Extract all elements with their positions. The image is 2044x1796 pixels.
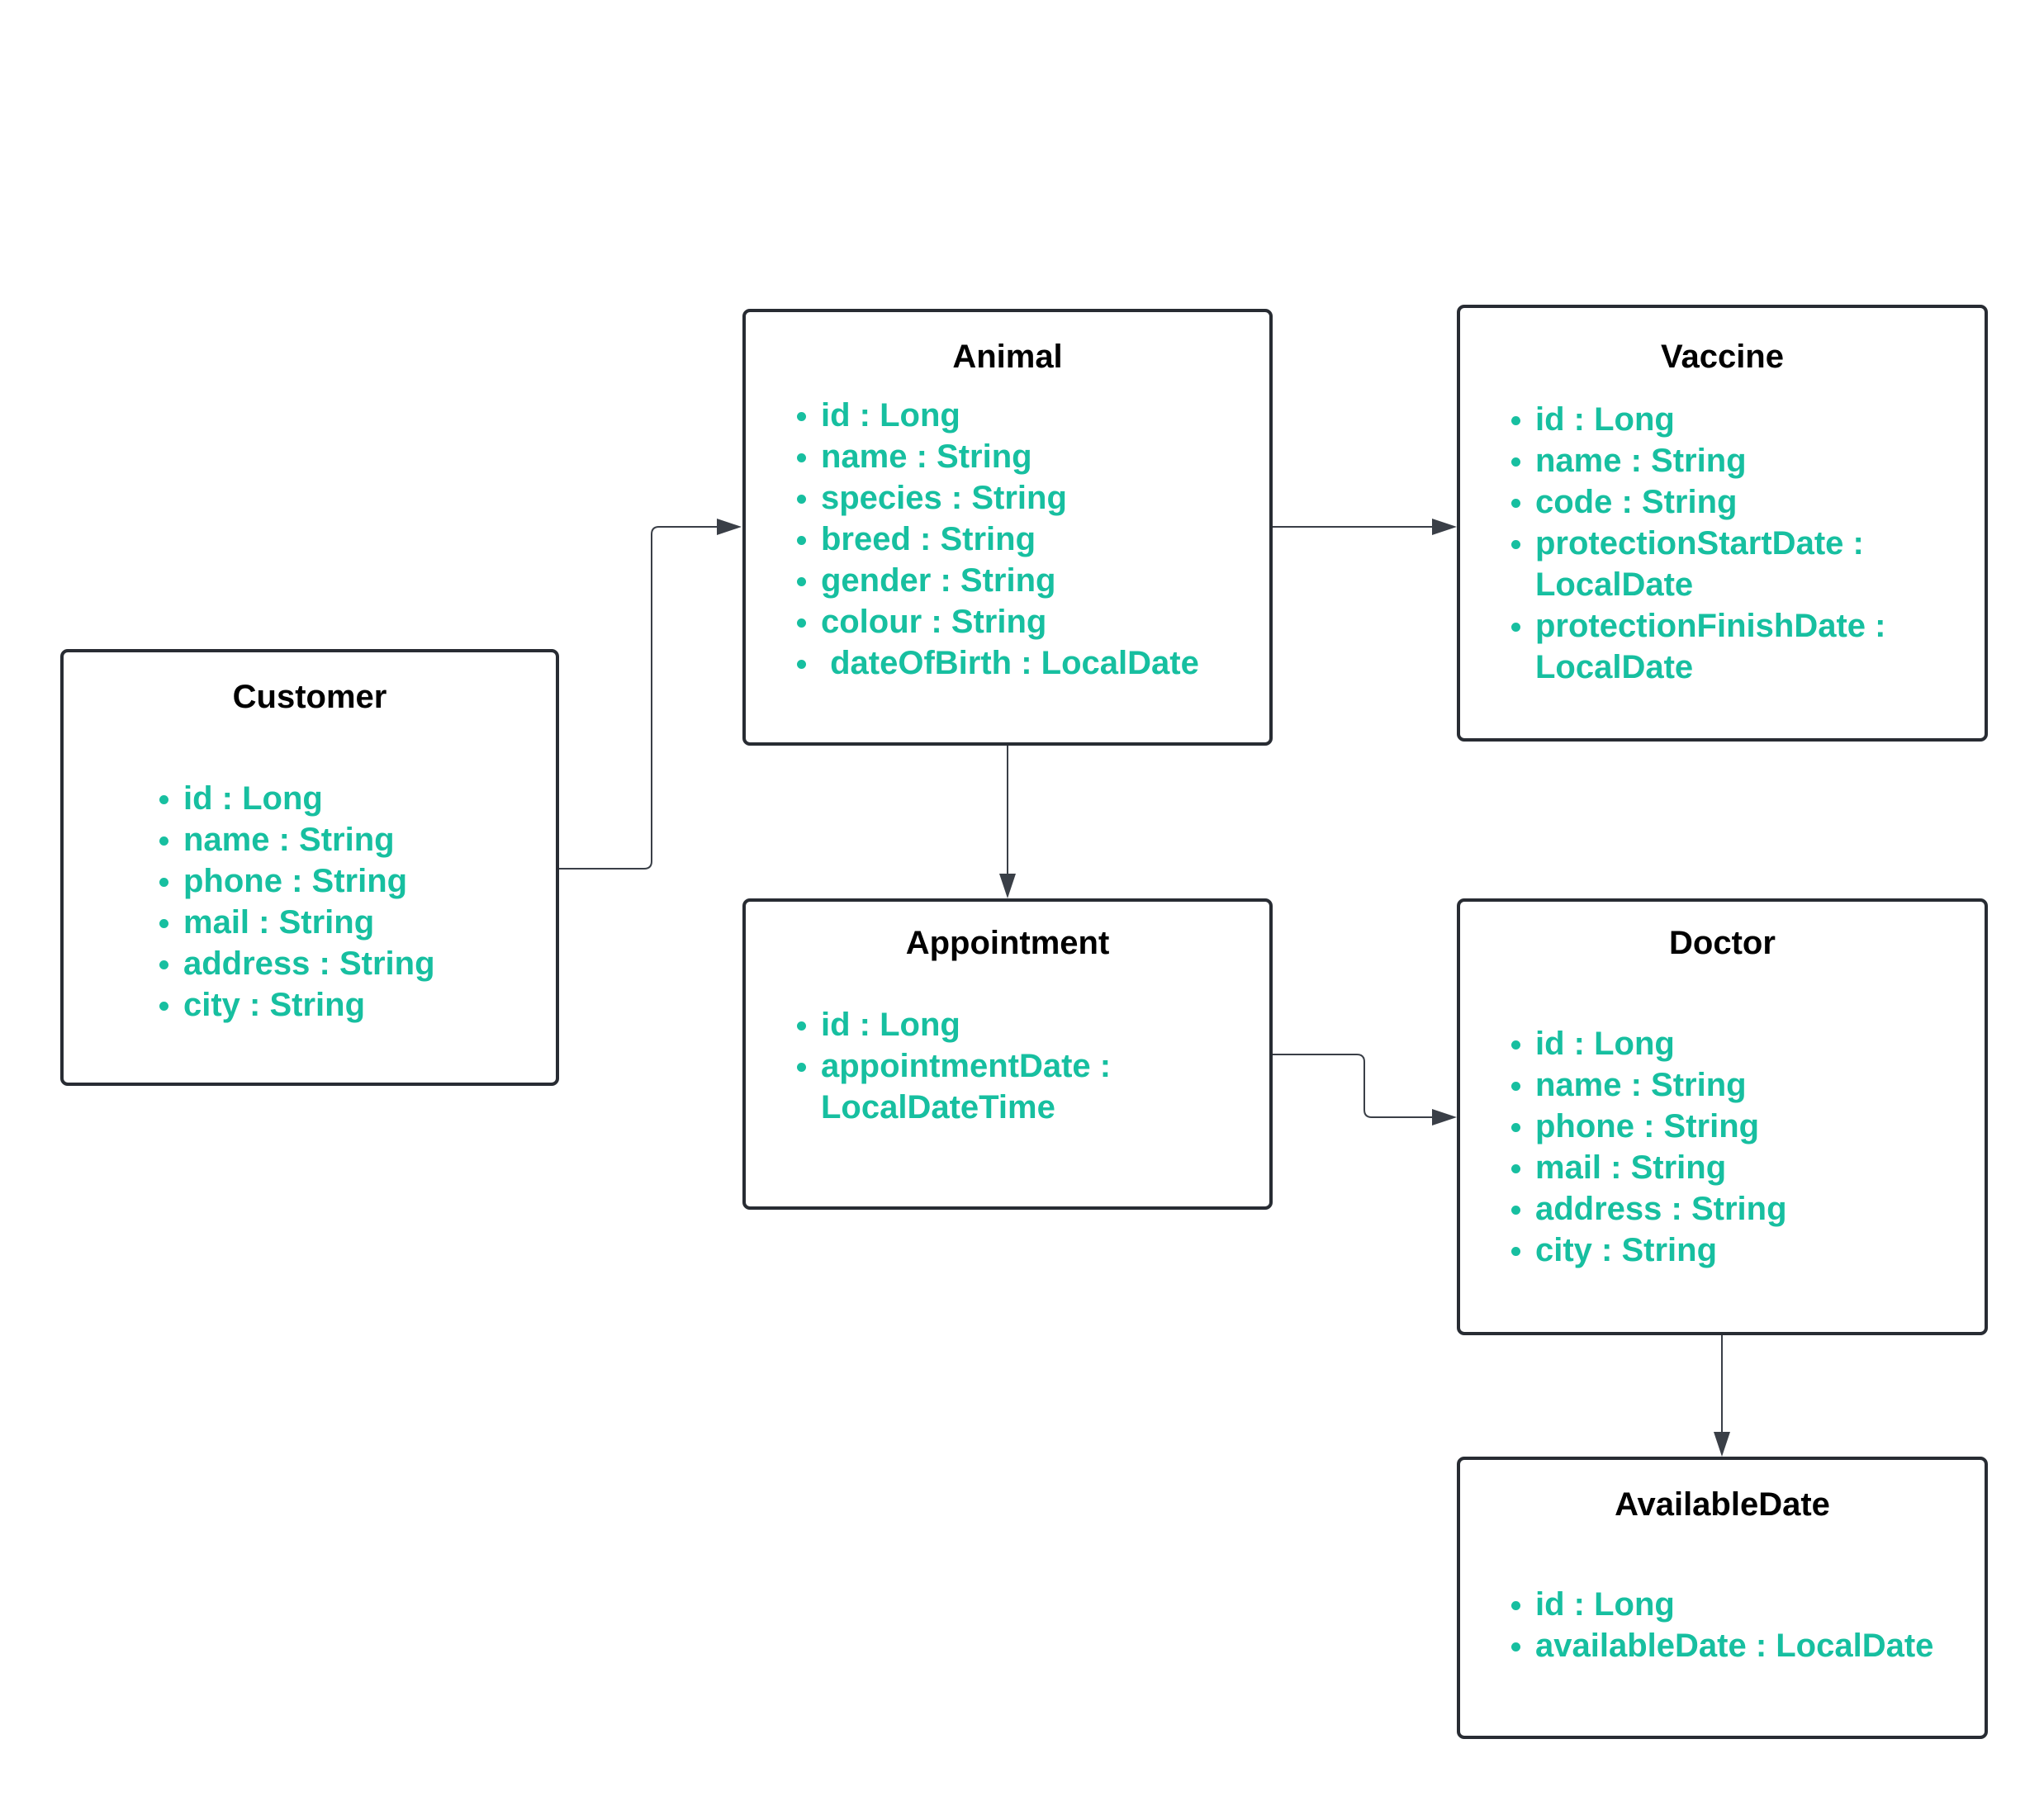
arrowhead-customer-animal: [717, 519, 742, 535]
field-list: id : Long name : String phone : String m…: [159, 778, 435, 1026]
field-item: mail : String: [1511, 1147, 1787, 1188]
field-item: appointmentDate :: [797, 1045, 1111, 1087]
field-item: gender : String: [797, 560, 1199, 601]
field-item: id : Long: [159, 778, 435, 819]
field-list: id : Long availableDate : LocalDate: [1511, 1584, 1933, 1666]
field-continuation: LocalDate: [1535, 566, 1694, 603]
field-item: phone : String: [159, 860, 435, 902]
field-item: address : String: [1511, 1188, 1787, 1230]
field-item: species : String: [797, 477, 1199, 519]
field-item: colour : String: [797, 601, 1199, 642]
field-item: name : String: [1511, 440, 1885, 481]
field-item: name : String: [1511, 1064, 1787, 1106]
field-list: id : Long name : String code : String pr…: [1511, 399, 1885, 688]
entity-animal[interactable]: Animal id : Long name : String species :…: [742, 309, 1273, 746]
entity-availabledate[interactable]: AvailableDate id : Long availableDate : …: [1457, 1457, 1988, 1739]
entity-title: AvailableDate: [1615, 1486, 1830, 1523]
field-item: phone : String: [1511, 1106, 1787, 1147]
field-continuation: LocalDate: [1535, 649, 1694, 685]
field-continuation: LocalDateTime: [821, 1089, 1055, 1125]
field-item: id : Long: [1511, 1023, 1787, 1064]
field-item: protectionStartDate :: [1511, 523, 1885, 564]
arrowhead-animal-vaccine: [1432, 519, 1457, 535]
field-list: id : Long appointmentDate : LocalDateTim…: [797, 1004, 1111, 1128]
arrowhead-doctor-availabledate: [1714, 1432, 1730, 1457]
field-list: id : Long name : String species : String…: [797, 395, 1199, 684]
field-item: address : String: [159, 943, 435, 984]
entity-appointment[interactable]: Appointment id : Long appointmentDate : …: [742, 898, 1273, 1210]
field-item: dateOfBirth : LocalDate: [797, 642, 1199, 684]
entity-title: Appointment: [905, 925, 1110, 961]
entity-doctor[interactable]: Doctor id : Long name : String phone : S…: [1457, 898, 1988, 1335]
arrowhead-animal-appointment: [999, 874, 1016, 898]
field-item: id : Long: [1511, 399, 1885, 440]
field-item: city : String: [1511, 1230, 1787, 1271]
entity-vaccine[interactable]: Vaccine id : Long name : String code : S…: [1457, 305, 1988, 742]
field-item: breed : String: [797, 519, 1199, 560]
arrowhead-appointment-doctor: [1432, 1109, 1457, 1125]
entity-title: Customer: [232, 679, 387, 715]
connector-customer-animal: [559, 526, 717, 870]
field-item: name : String: [159, 819, 435, 860]
field-item: code : String: [1511, 481, 1885, 523]
entity-title: Animal: [952, 339, 1063, 375]
entity-customer[interactable]: Customer id : Long name : String phone :…: [60, 649, 559, 1086]
connector-appointment-doctor: [1273, 1054, 1432, 1118]
field-list: id : Long name : String phone : String m…: [1511, 1023, 1787, 1271]
field-item: mail : String: [159, 902, 435, 943]
field-item: name : String: [797, 436, 1199, 477]
entity-title: Vaccine: [1660, 339, 1784, 375]
field-item: id : Long: [797, 395, 1199, 436]
field-item: id : Long: [797, 1004, 1111, 1045]
field-item: id : Long: [1511, 1584, 1933, 1625]
field-item: city : String: [159, 984, 435, 1026]
field-item: protectionFinishDate :: [1511, 605, 1885, 647]
field-item: availableDate : LocalDate: [1511, 1625, 1933, 1666]
entity-title: Doctor: [1669, 925, 1776, 961]
